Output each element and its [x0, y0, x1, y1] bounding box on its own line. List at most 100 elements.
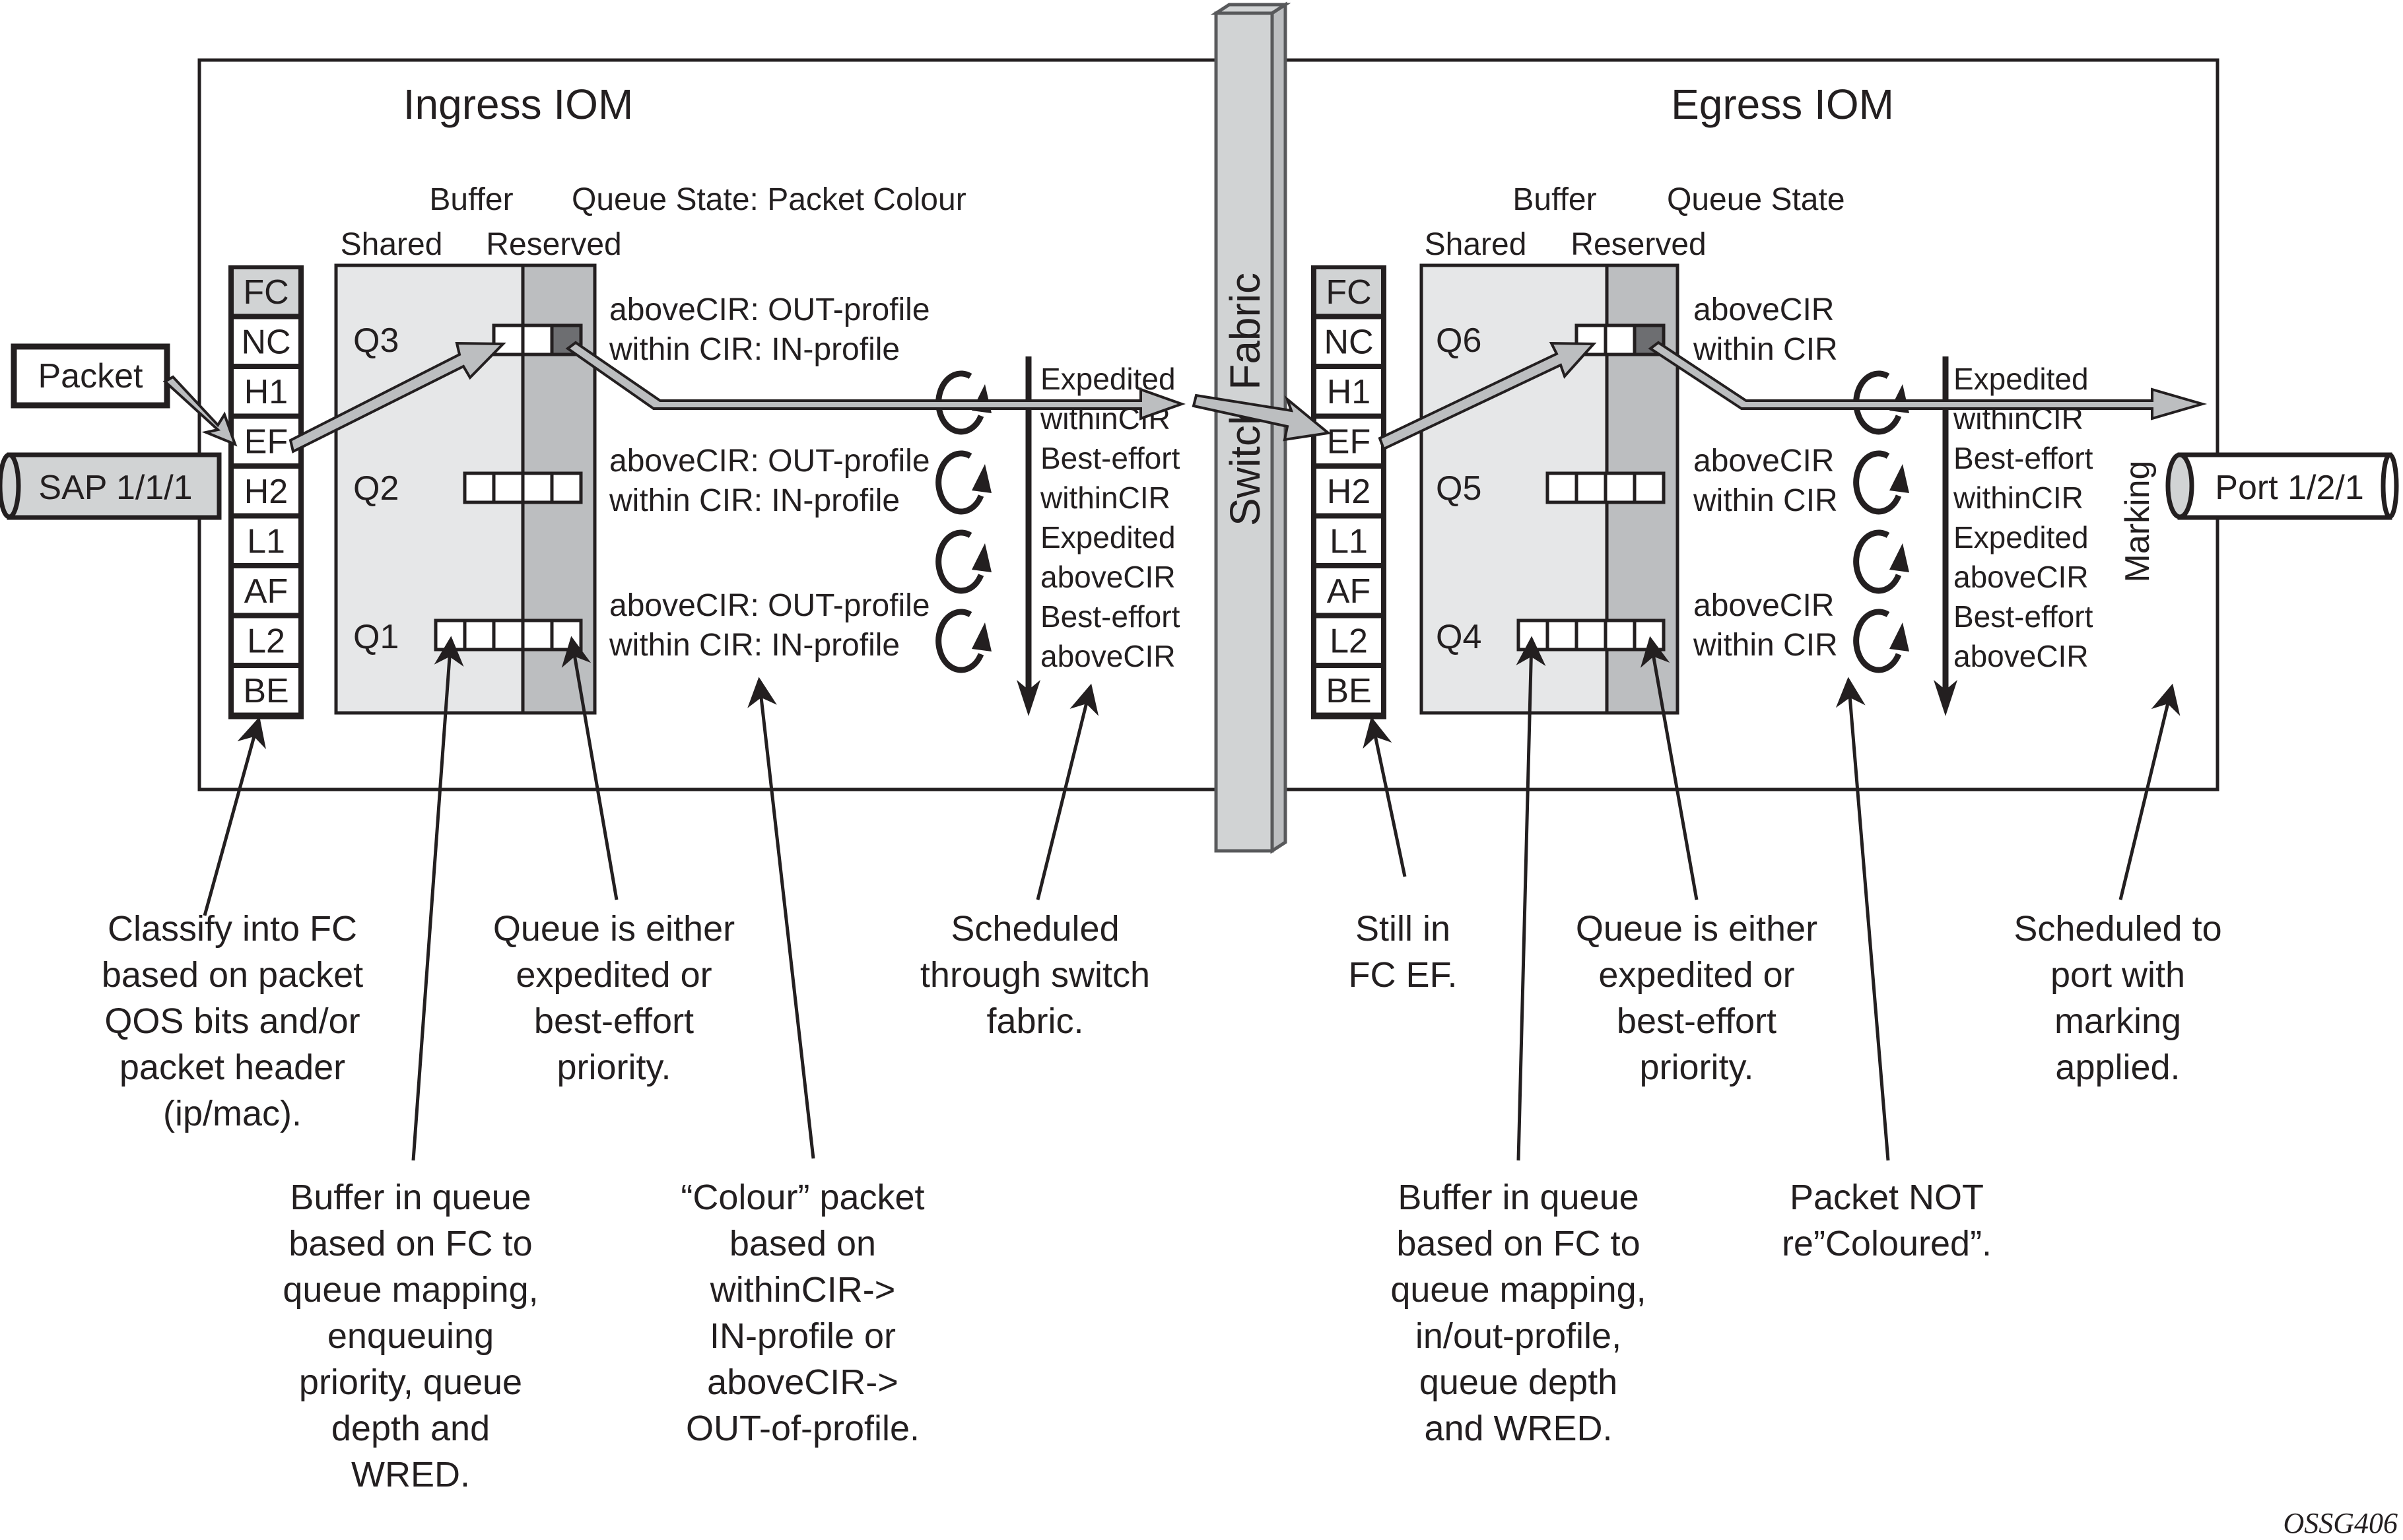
switch-fabric: Switch Fabric — [1210, 1, 1291, 854]
annotation-egress-buffer-line: based on FC to — [1396, 1224, 1640, 1263]
callout-scheduled-port — [2118, 683, 2181, 900]
ingress-scheduler-label: Best-effort — [1040, 441, 1180, 475]
egress-scheduler-label: Best-effort — [1953, 441, 2093, 475]
annotation-egress-buffer-line: and WRED. — [1424, 1409, 1612, 1448]
annotation-ingress-buffer-line: priority, queue — [299, 1362, 522, 1402]
annotation-egress-queue-priority-line: priority. — [1639, 1048, 1753, 1087]
egress-scheduler-label: Best-effort — [1953, 599, 2093, 634]
ingress-scheduler-label: Best-effort — [1040, 599, 1180, 634]
annotation-classify-line: (ip/mac). — [163, 1094, 302, 1133]
egress-title: Egress IOM — [1671, 81, 1894, 128]
ingress-queue-states: aboveCIR: OUT-profile within CIR: IN-pro… — [609, 292, 930, 663]
ingress-fc-cell-l2 — [234, 618, 298, 663]
queue-q1-cell — [521, 619, 554, 652]
ingress-scheduler-loop-icon — [935, 609, 984, 673]
annotation-ingress-queue-priority-line: expedited or — [516, 955, 712, 995]
queue-label-q3: Q3 — [353, 321, 399, 360]
annotation-colour-packet-line: “Colour” packet — [681, 1178, 924, 1217]
annotation-ingress-buffer-line: WRED. — [351, 1455, 470, 1494]
annotation-ingress-buffer-line: enqueuing — [327, 1316, 494, 1356]
annotation-scheduled-fabric-line: through switch — [920, 955, 1150, 995]
queue-label-q1: Q1 — [353, 618, 399, 656]
egress-shared-label: Shared — [1425, 227, 1527, 262]
ingress-scheduler-label: withinCIR — [1040, 481, 1170, 515]
egress-fc-cell-nc — [1316, 319, 1381, 364]
ingress-fc-cell-af — [234, 568, 298, 613]
sap-port: SAP 1/1/1 — [0, 452, 222, 520]
ingress-scheduler: ExpeditedwithinCIRBest-effortwithinCIREx… — [935, 356, 1180, 716]
queue-state-q5-line1: aboveCIR — [1693, 444, 1834, 479]
egress-fc-cell-be — [1316, 668, 1381, 713]
ingress-fc-cell-h1 — [234, 369, 298, 414]
queue-q2-cell — [492, 471, 525, 504]
annotation-ingress-buffer-line: based on FC to — [288, 1224, 532, 1263]
queue-label-q2: Q2 — [353, 469, 399, 508]
annotation-classify-line: packet header — [119, 1048, 345, 1087]
ingress-fc-label-be: BE — [243, 672, 288, 710]
annotation-scheduled-port-line: Scheduled to — [2014, 909, 2221, 949]
annotation-ingress-queue-priority-line: priority. — [557, 1048, 671, 1087]
queue-q4-cell — [1574, 619, 1608, 652]
queue-state-q1-line2: within CIR: IN-profile — [609, 628, 900, 663]
egress-scheduler-label: withinCIR — [1953, 481, 2083, 515]
egress-fc-label-be: BE — [1326, 672, 1371, 710]
marking-label: Marking — [2118, 461, 2157, 583]
ingress-scheduler-loop-arrowhead — [972, 543, 992, 572]
ingress-scheduler-label: Expedited — [1040, 362, 1176, 396]
annotation-still-fc-line: FC EF. — [1348, 955, 1457, 995]
port-label: Port 1/2/1 — [2215, 469, 2363, 507]
egress-fc-cell-ef — [1316, 418, 1381, 463]
ingress-fc-cell-be — [234, 668, 298, 713]
queue-q4-cell — [1545, 619, 1578, 652]
annotation-egress-buffer-line: queue mapping, — [1390, 1270, 1646, 1310]
annotation-scheduled-fabric-line: Scheduled — [951, 909, 1119, 949]
egress-queue-state-label: Queue State — [1667, 182, 1845, 217]
egress-scheduler-loop-arrowhead — [1889, 464, 1909, 493]
callout-egress-priority — [1640, 636, 1699, 900]
queue-state-q1-line1: aboveCIR: OUT-profile — [609, 588, 930, 623]
annotation-classify-line: Classify into FC — [108, 909, 357, 949]
annotation-ingress-queue-priority-line: best-effort — [534, 1001, 694, 1041]
ingress-scheduler-loop-icon — [935, 450, 984, 515]
ingress-fc-label-ef: EF — [244, 423, 288, 461]
ingress-scheduler-loop-arrowhead — [972, 464, 992, 493]
annotation-ingress-buffer-line: Buffer in queue — [290, 1178, 531, 1217]
annotation-colour-packet-line: OUT-of-profile. — [686, 1409, 920, 1448]
annotation-egress-buffer-line: Buffer in queue — [1398, 1178, 1639, 1217]
annotation-colour-packet-line: based on — [729, 1224, 876, 1263]
queue-q1-cell — [550, 619, 583, 652]
flow-arrow-ef-to-q3 — [288, 341, 506, 453]
annotation-ingress-buffer-line: depth and — [331, 1409, 490, 1448]
egress-scheduler-down-arrow-icon — [1934, 680, 1957, 716]
flow-arrow-q3-to-fabric — [565, 341, 1186, 420]
queue-state-q6-line2: within CIR — [1693, 332, 1838, 367]
annotation-scheduled-fabric-line: fabric. — [986, 1001, 1083, 1041]
egress-buffer-label: Buffer — [1512, 182, 1596, 217]
queue-state-q2-line1: aboveCIR: OUT-profile — [609, 444, 930, 479]
queue-q2-cell — [463, 471, 496, 504]
callout-still-fc — [1363, 716, 1407, 877]
egress-scheduler-loop-icon — [1853, 609, 1902, 673]
annotation-ingress-queue-priority-line: Queue is either — [493, 909, 735, 949]
ingress-fc-label-af: AF — [244, 572, 288, 611]
egress-queue-states: aboveCIR within CIR aboveCIR within CIR … — [1693, 292, 1838, 663]
egress-fc-cell-fc — [1316, 269, 1381, 314]
annotation-scheduled-port-line: applied. — [2055, 1048, 2180, 1087]
annotation-egress-queue-priority-line: Queue is either — [1576, 909, 1817, 949]
ingress-fc-cell-l1 — [234, 518, 298, 563]
ingress-fc-cell-ef — [234, 418, 298, 463]
queue-q5-cell — [1574, 471, 1608, 504]
egress-scheduler-label: aboveCIR — [1953, 639, 2089, 673]
callout-egress-buffer — [1516, 636, 1546, 1161]
ingress-scheduler-down-arrow-icon — [1017, 680, 1040, 716]
egress-scheduler-loop-arrowhead — [1889, 543, 1909, 572]
annotation-ingress-buffer-line: queue mapping, — [283, 1270, 538, 1310]
egress-fc-label-fc: FC — [1326, 273, 1371, 312]
queue-q4-cell — [1604, 619, 1637, 652]
ingress-scheduler-label: Expedited — [1040, 520, 1176, 554]
annotation-classify-line: QOS bits and/or — [104, 1001, 360, 1041]
egress-fc-cell-l2 — [1316, 618, 1381, 663]
queue-q1-cell — [463, 619, 496, 652]
annotation-scheduled-port-line: port with — [2050, 955, 2185, 995]
